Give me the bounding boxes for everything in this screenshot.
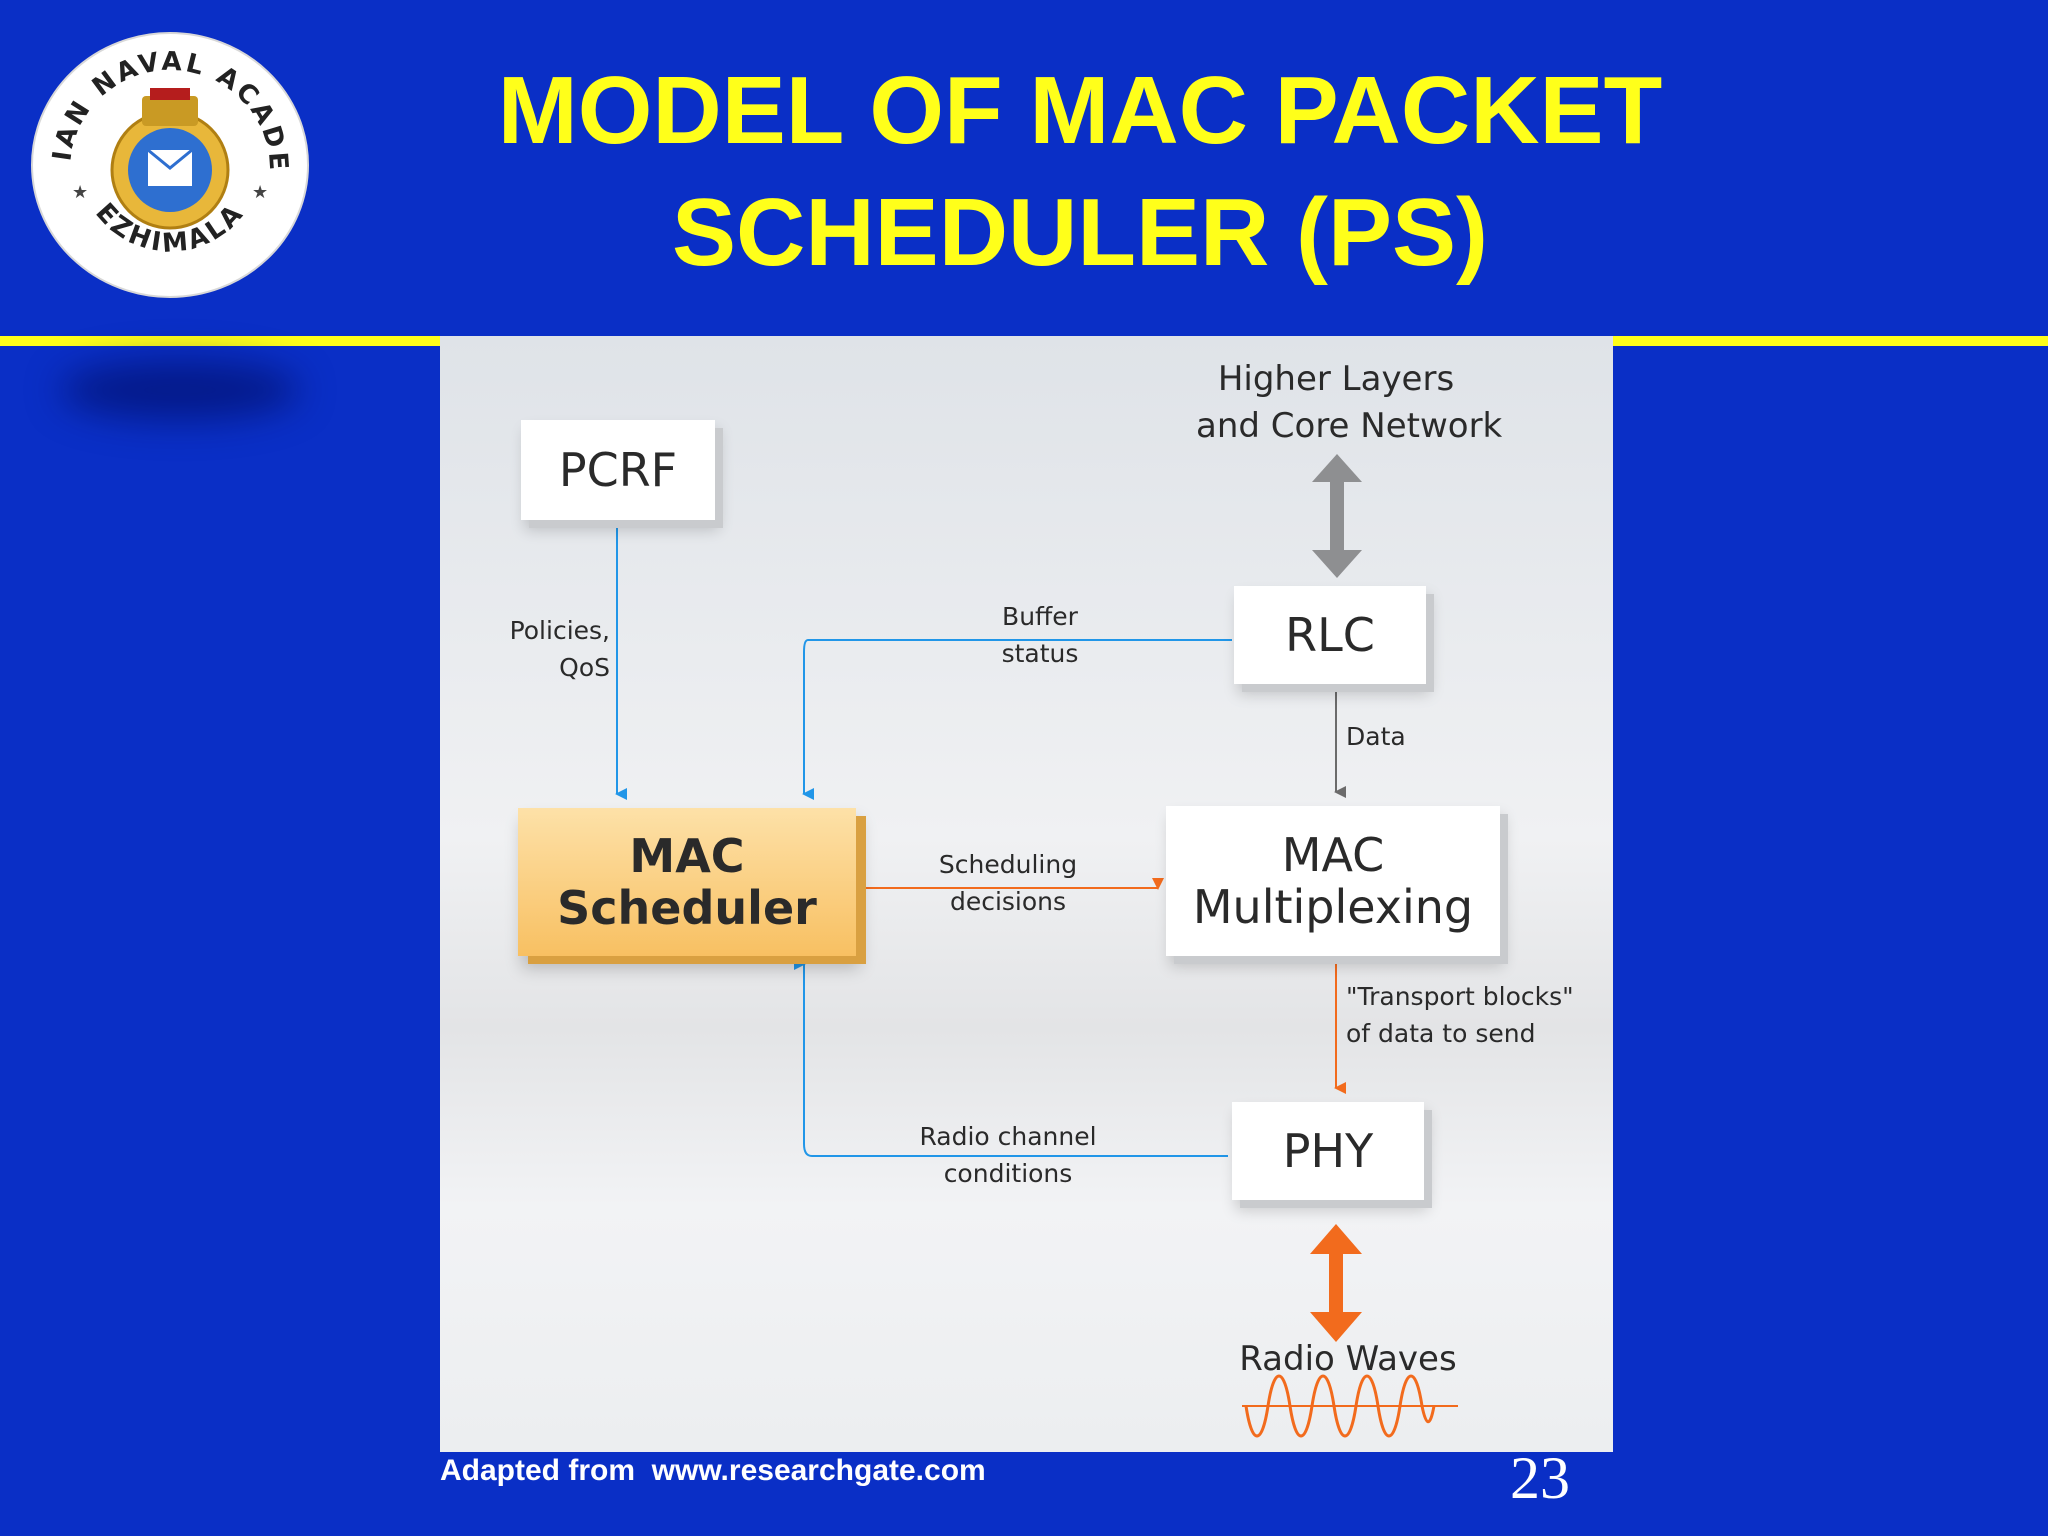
- transport-line-1: "Transport blocks": [1346, 982, 1574, 1011]
- slide-title-line-1: MODEL OF MAC PACKET: [497, 57, 1663, 164]
- mac-multiplexing-label-2: Multiplexing: [1192, 880, 1474, 934]
- scheduling-line-1: Scheduling: [938, 850, 1078, 879]
- transport-line-2: of data to send: [1346, 1019, 1536, 1048]
- svg-text:★: ★: [72, 182, 88, 202]
- buffer-line-2: status: [1001, 639, 1079, 668]
- pcrf-box: PCRF: [521, 420, 715, 520]
- mac-multiplexing-box: MAC Multiplexing: [1166, 806, 1500, 956]
- radio-channel-arrow: [794, 958, 1228, 1157]
- decorative-shadow: [60, 360, 300, 420]
- mac-scheduler-box: MAC Scheduler: [518, 808, 856, 956]
- policies-line-2: QoS: [559, 653, 610, 682]
- scheduling-decisions-label: Scheduling decisions: [928, 846, 1088, 920]
- buffer-line-1: Buffer: [1002, 602, 1078, 631]
- slide-title-line-2: SCHEDULER (PS): [671, 179, 1489, 286]
- transport-blocks-label: "Transport blocks" of data to send: [1346, 978, 1574, 1052]
- scheduling-line-2: decisions: [949, 887, 1067, 916]
- rlc-label: RLC: [1285, 608, 1375, 662]
- radio-channel-label: Radio channel conditions: [908, 1118, 1108, 1192]
- mac-multiplexing-label-1: MAC: [1281, 828, 1385, 882]
- higher-layers-double-arrow: [1312, 454, 1362, 578]
- radio-channel-line-2: conditions: [943, 1159, 1073, 1188]
- naval-academy-crest-logo: INDIAN NAVAL ACADEMY EZHIMALA ★ ★: [16, 7, 310, 300]
- page-number: 23: [1510, 1445, 1570, 1511]
- data-label: Data: [1346, 722, 1406, 751]
- mac-scheduler-label-1: MAC: [629, 829, 745, 883]
- pcrf-label: PCRF: [558, 443, 678, 497]
- mac-scheduler-diagram: PCRF RLC MAC Scheduler MAC Multiplexing …: [440, 336, 1613, 1452]
- radio-channel-line-1: Radio channel: [919, 1122, 1097, 1151]
- phy-box: PHY: [1232, 1102, 1424, 1200]
- buffer-status-label: Buffer status: [980, 598, 1100, 672]
- radio-waves-double-arrow: [1310, 1224, 1362, 1342]
- radio-wave-icon: [1242, 1374, 1458, 1438]
- policies-line-1: Policies,: [509, 616, 610, 645]
- policies-qos-label: Policies, QoS: [480, 612, 610, 686]
- svg-text:★: ★: [252, 182, 268, 202]
- higher-layers-line-1: Higher Layers: [1217, 359, 1455, 399]
- rlc-box: RLC: [1234, 586, 1426, 684]
- mac-scheduler-label-2: Scheduler: [557, 881, 817, 935]
- higher-layers-label: Higher Layers and Core Network: [1196, 356, 1503, 450]
- buffer-status-arrow: [802, 639, 1232, 800]
- source-footnote: Adapted from www.researchgate.com: [440, 1454, 986, 1487]
- slide-title: MODEL OF MAC PACKET SCHEDULER (PS): [390, 50, 1770, 294]
- phy-label: PHY: [1282, 1124, 1374, 1178]
- higher-layers-line-2: and Core Network: [1196, 406, 1503, 446]
- radio-waves-label: Radio Waves: [1239, 1339, 1457, 1379]
